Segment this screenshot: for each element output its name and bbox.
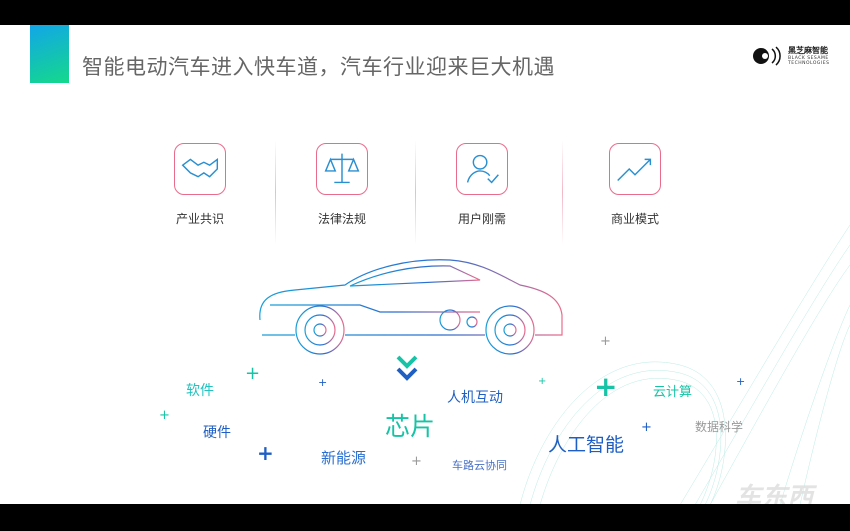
keyword-chip: 芯片 [385,412,436,441]
plus-icon: + [594,370,618,403]
plus-icon: + [411,454,422,469]
pillar-label: 用户刚需 [457,212,507,226]
pillar-label: 商业模式 [610,212,660,226]
divider [562,140,563,245]
title-accent-bar [30,25,69,83]
scales-icon [316,143,368,195]
pillar-label: 产业共识 [175,212,225,226]
plus-icon: + [245,363,261,384]
page-title: 智能电动汽车进入快车道，汽车行业迎来巨大机遇 [82,55,555,79]
plus-icon: + [318,376,328,389]
keyword-data-science: 数据科学 [695,420,744,434]
plus-icon: + [159,408,170,423]
logo: 黑芝麻智能 BLACK SESAME TECHNOLOGIES [752,45,829,66]
trend-up-icon [609,143,661,195]
keyword-new-energy: 新能源 [321,449,367,467]
chevrons-down-icon [396,355,418,381]
keyword-cloud: 云计算 [653,385,693,400]
plus-icon: + [257,441,274,465]
plus-icon: + [600,334,611,349]
keyword-hmi: 人机互动 [447,390,503,406]
logo-mark-icon [753,45,781,66]
pillar-label: 法律法规 [317,212,367,226]
wave-decoration [520,224,850,504]
keyword-hardware: 硬件 [203,425,231,441]
divider [415,140,416,245]
plus-icon: + [641,420,652,435]
handshake-icon [174,143,226,195]
logo-sub1: BLACK SESAME [788,56,829,61]
watermark: 车东西 [735,483,814,504]
keyword-ai: 人工智能 [548,434,625,456]
car-outline [259,259,563,355]
keyword-software: 软件 [186,383,214,399]
plus-icon: + [538,376,547,387]
logo-name: 黑芝麻智能 [788,46,828,55]
slide: 智能电动汽车进入快车道，汽车行业迎来巨大机遇 黑芝麻智能 BLACK SESAM… [0,25,850,504]
plus-icon: + [736,375,746,388]
divider [275,140,276,245]
keyword-v2x: 车路云协同 [452,459,507,472]
logo-sub2: TECHNOLOGIES [788,61,830,66]
user-check-icon [456,143,508,195]
